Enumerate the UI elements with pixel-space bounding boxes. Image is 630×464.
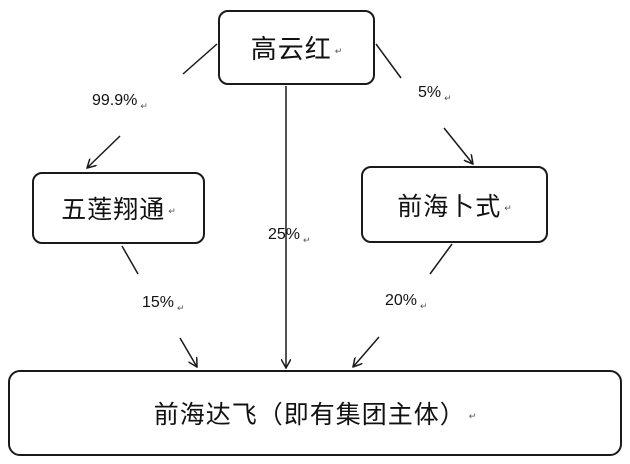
pct-bushi-to-dafei: 20%↵ xyxy=(385,292,428,311)
edge-bushi-to-dafei-upper xyxy=(429,243,453,275)
paragraph-mark: ↵ xyxy=(504,203,512,214)
paragraph-mark: ↵ xyxy=(177,303,185,313)
paragraph-mark: ↵ xyxy=(168,207,176,217)
edge-wulian-to-dafei-lower xyxy=(179,337,197,367)
node-qianhai-dafei-label: 前海达飞（即有集团主体） xyxy=(153,400,466,429)
pct-gao-to-dafei-value: 25% xyxy=(268,226,301,243)
edge-gao-to-bushi-lower xyxy=(443,127,473,164)
node-gao-yunhong-label: 高云红 xyxy=(250,35,332,65)
pct-gao-to-wulian-value: 99.9% xyxy=(92,92,138,109)
paragraph-mark: ↵ xyxy=(468,412,477,422)
paragraph-mark: ↵ xyxy=(420,301,428,311)
pct-gao-to-bushi-value: 5% xyxy=(418,84,442,101)
pct-gao-to-dafei: 25%↵ xyxy=(268,226,311,245)
edge-gao-to-bushi-upper xyxy=(375,43,402,79)
node-wulian-xiangtong-label: 五莲翔通 xyxy=(61,195,166,224)
edge-bushi-to-dafei-lower xyxy=(353,336,380,367)
node-wulian-xiangtong: 五莲翔通 ↵ xyxy=(32,172,205,244)
node-qianhai-bushi: 前海卜式 ↵ xyxy=(361,166,548,243)
pct-gao-to-bushi: 5%↵ xyxy=(418,84,452,103)
node-qianhai-dafei: 前海达飞（即有集团主体） ↵ xyxy=(8,370,622,456)
edge-gao-to-wulian-lower xyxy=(87,135,121,168)
pct-wulian-to-dafei-value: 15% xyxy=(142,294,175,311)
paragraph-mark: ↵ xyxy=(140,101,148,111)
pct-wulian-to-dafei: 15%↵ xyxy=(142,294,185,313)
pct-bushi-to-dafei-value: 20% xyxy=(385,292,418,309)
paragraph-mark: ↵ xyxy=(303,235,311,245)
edge-gao-to-wulian-upper xyxy=(182,43,218,75)
edge-wulian-to-dafei-upper xyxy=(121,245,139,275)
node-qianhai-bushi-label: 前海卜式 xyxy=(397,191,502,221)
pct-gao-to-wulian: 99.9%↵ xyxy=(92,92,148,111)
node-gao-yunhong: 高云红 ↵ xyxy=(218,10,375,85)
paragraph-mark: ↵ xyxy=(334,46,343,57)
paragraph-mark: ↵ xyxy=(444,93,452,103)
